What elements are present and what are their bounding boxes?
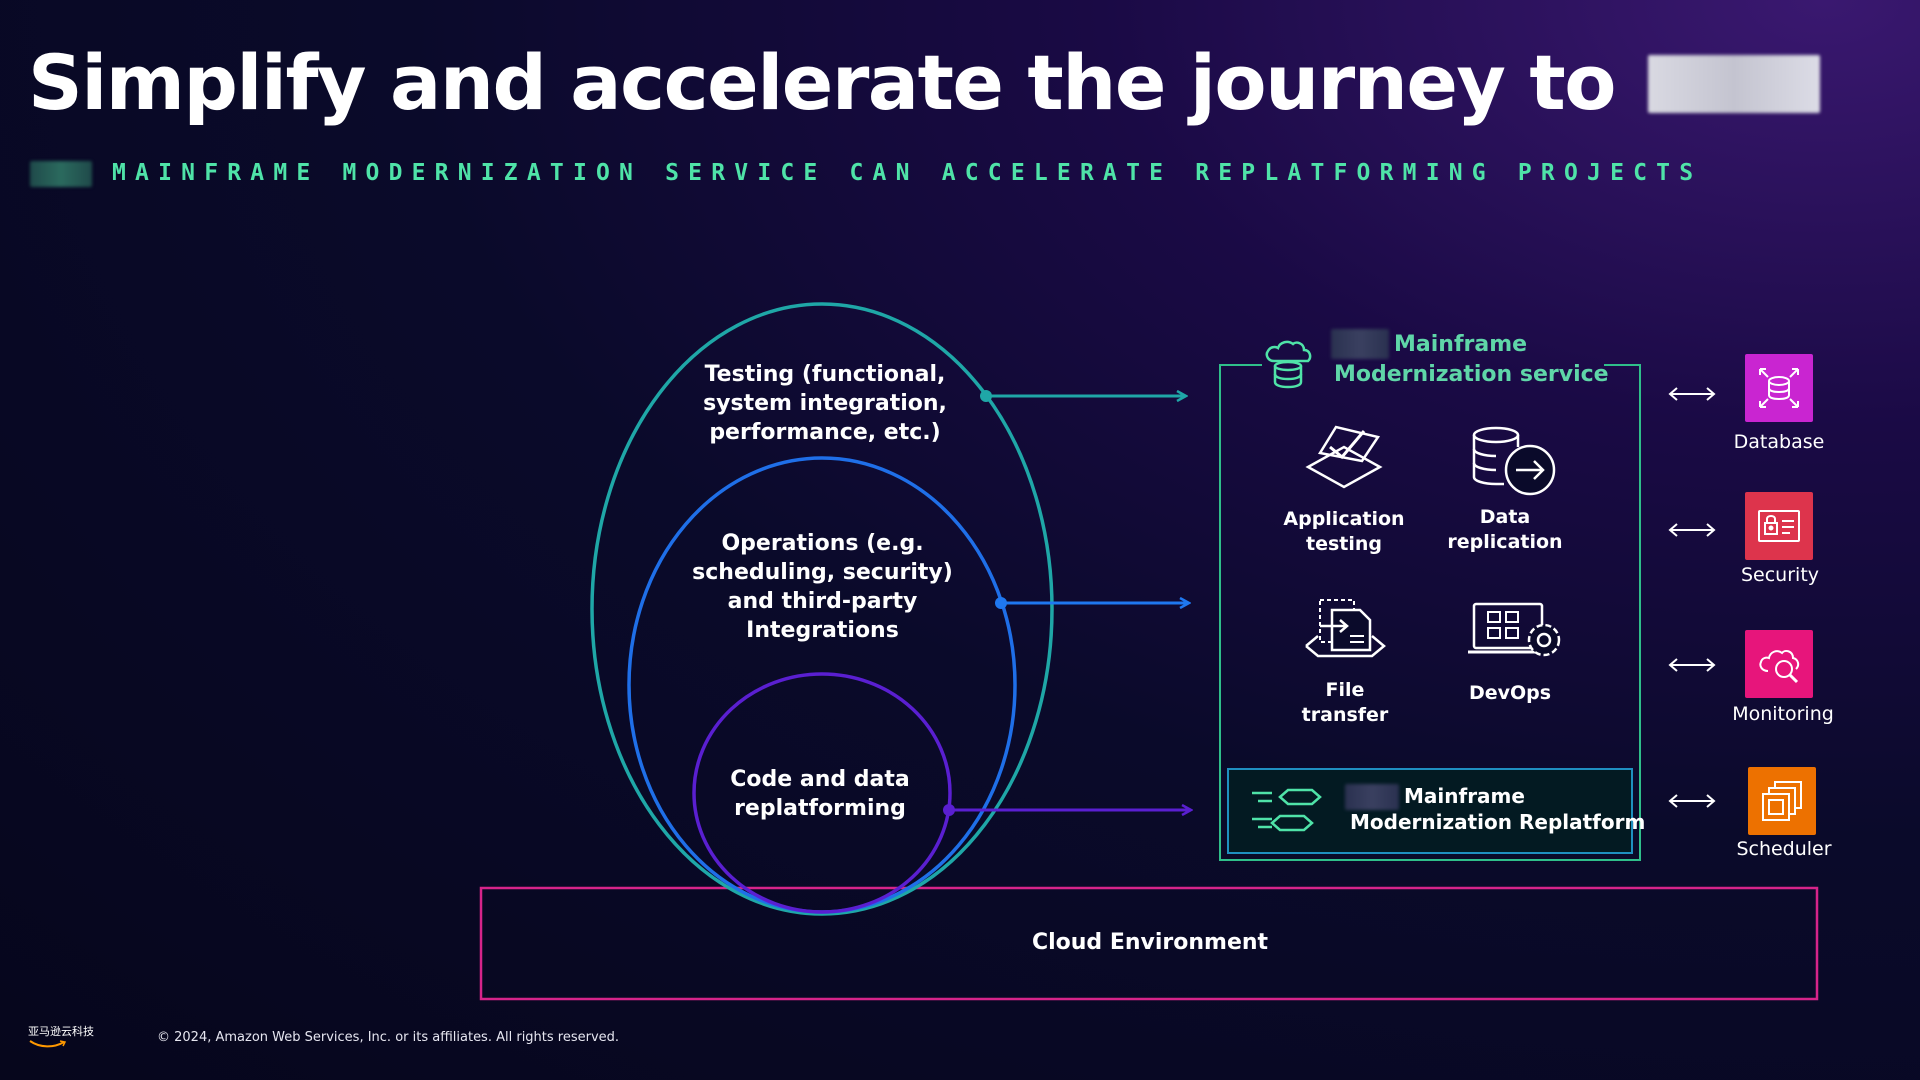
page-title-text: Simplify and accelerate the journey to xyxy=(28,38,1616,127)
replatform-name: Mainframe Modernization Replatform xyxy=(1350,783,1645,835)
copyright: © 2024, Amazon Web Services, Inc. or its… xyxy=(157,1030,620,1045)
replatform-box xyxy=(1227,768,1633,854)
inner-ring-replatforming xyxy=(692,672,952,914)
label-replatforming: Code and data replatforming xyxy=(730,767,910,821)
service-name-line2: Modernization service xyxy=(1334,362,1609,387)
arrow-testing xyxy=(980,390,1186,402)
redacted-brand xyxy=(1647,55,1820,113)
redacted-brand-service xyxy=(1331,329,1389,359)
service-name: Mainframe Modernization service xyxy=(1334,330,1609,390)
bidir-arrow-database xyxy=(1668,387,1716,401)
cloud-environment-label: Cloud Environment xyxy=(1031,930,1269,955)
scheduler-icon xyxy=(1748,767,1816,835)
aws-smile-icon xyxy=(29,1040,67,1048)
page-subtitle: MAINFRAME MODERNIZATION SERVICE CAN ACCE… xyxy=(112,160,1703,186)
aws-logo: 亚马逊云科技 xyxy=(28,1023,94,1049)
resource-label-database: Database xyxy=(1733,431,1825,453)
outer-ring-testing xyxy=(590,302,1054,916)
bidir-arrow-scheduler xyxy=(1668,794,1716,808)
feature-label-file-transfer-text: File transfer xyxy=(1301,679,1389,726)
label-operations: Operations (e.g. scheduling, security) a… xyxy=(692,531,953,643)
middle-ring-operations xyxy=(627,456,1017,914)
service-container xyxy=(1219,364,1641,861)
bidir-arrow-monitoring xyxy=(1668,658,1716,672)
feature-label-application-testing: Application testing xyxy=(1283,508,1405,555)
database-icon xyxy=(1745,354,1813,422)
application-testing-icon xyxy=(1300,425,1388,495)
resource-label-monitoring: Monitoring xyxy=(1732,703,1834,725)
redacted-brand-subtitle xyxy=(30,161,92,187)
cloud-environment-box xyxy=(479,886,1819,1001)
resource-label-security: Security xyxy=(1740,564,1820,586)
replatform-icon xyxy=(1250,787,1330,835)
resource-label-scheduler: Scheduler xyxy=(1736,838,1832,860)
redacted-brand-replatform xyxy=(1345,784,1399,810)
service-cloud-icon xyxy=(1258,337,1318,393)
page-title: Simplify and accelerate the journey to xyxy=(28,38,1820,127)
feature-label-file-transfer: File transfer xyxy=(1295,678,1395,728)
arrow-replatforming xyxy=(943,804,1191,816)
file-transfer-icon xyxy=(1302,598,1388,664)
replatform-name-line2: Modernization Replatform xyxy=(1350,810,1646,834)
arrow-operations xyxy=(995,597,1189,609)
service-name-line1: Mainframe xyxy=(1394,332,1528,357)
monitoring-icon xyxy=(1745,630,1813,698)
label-testing: Testing (functional, system integration,… xyxy=(703,362,947,445)
replatform-name-line1: Mainframe xyxy=(1404,784,1525,808)
bidir-arrow-security xyxy=(1668,523,1716,537)
devops-icon xyxy=(1466,602,1564,664)
aws-logo-text: 亚马逊云科技 xyxy=(28,1025,94,1038)
feature-label-devops: DevOps xyxy=(1468,682,1552,704)
feature-label-data-replication: Data replication xyxy=(1447,506,1563,553)
data-replication-icon xyxy=(1470,425,1560,500)
security-icon xyxy=(1745,492,1813,560)
